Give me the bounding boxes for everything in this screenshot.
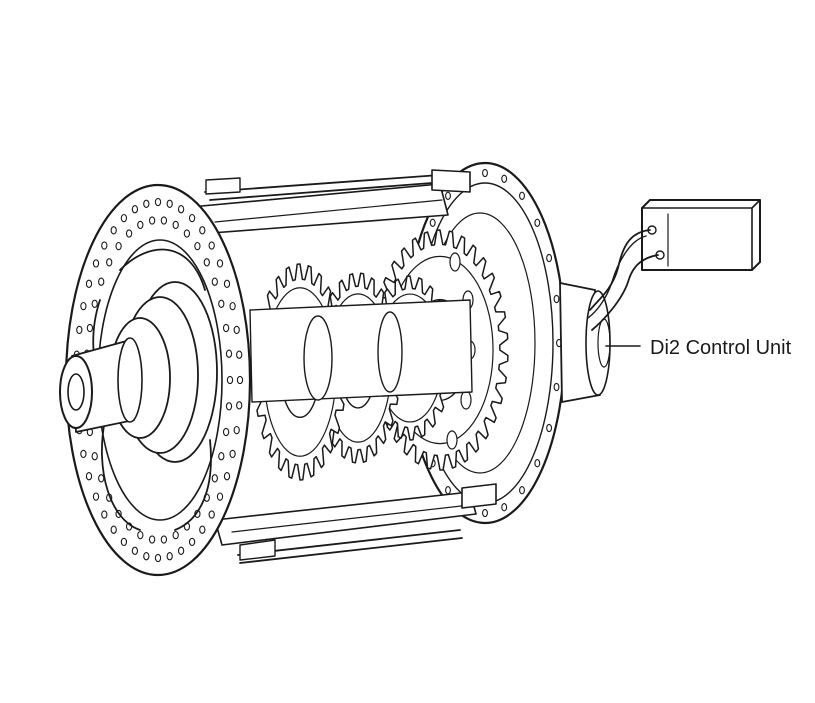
vent-hole: [233, 325, 240, 335]
vent-hole: [98, 277, 105, 286]
spoke-hole: [482, 508, 488, 518]
vent-hole: [216, 259, 224, 268]
spoke-hole: [501, 503, 508, 512]
vent-hole: [225, 402, 233, 411]
spoke-hole: [546, 423, 553, 433]
spoke-hole: [501, 174, 508, 183]
vent-hole: [160, 535, 168, 544]
vent-hole: [166, 552, 173, 561]
vent-hole: [208, 510, 215, 519]
vent-hole: [223, 472, 231, 481]
vent-hole: [148, 216, 156, 225]
vent-hole: [166, 199, 173, 208]
vent-hole: [154, 553, 162, 563]
cage-tie-rods: [179, 169, 497, 564]
spoke-hole: [445, 486, 451, 495]
control-unit-cables: [587, 229, 659, 331]
spoke-hole: [482, 168, 488, 178]
vent-hole: [194, 241, 201, 251]
vent-hole: [203, 258, 210, 267]
spoke-hole: [429, 218, 436, 227]
vent-hole: [120, 213, 128, 223]
vent-hole: [148, 535, 156, 544]
vent-hole: [143, 552, 150, 561]
vent-hole: [177, 205, 185, 214]
vent-hole: [131, 205, 139, 214]
vent-hole: [222, 323, 230, 333]
vent-hole: [85, 472, 93, 481]
vent-hole: [91, 452, 98, 461]
left-axle-stack: [59, 281, 218, 463]
vent-hole: [110, 226, 117, 235]
vent-hole: [233, 425, 240, 435]
vent-hole: [236, 375, 244, 385]
vent-hole: [188, 537, 196, 547]
vent-hole: [208, 241, 215, 250]
vent-hole: [236, 350, 243, 359]
vent-hole: [154, 197, 162, 207]
vent-hole: [229, 449, 236, 459]
vent-hole: [229, 301, 236, 311]
vent-hole: [226, 375, 234, 385]
spoke-hole: [553, 294, 560, 304]
internal-shaft: [249, 299, 473, 403]
vent-hole: [98, 474, 105, 483]
vent-hole: [85, 279, 93, 288]
vent-hole: [172, 530, 179, 540]
vent-hole: [80, 449, 87, 459]
vent-hole: [177, 546, 185, 555]
vent-hole: [143, 199, 150, 208]
vent-hole: [160, 216, 168, 225]
vent-hole: [223, 279, 231, 288]
vent-hole: [199, 226, 206, 235]
vent-hole: [101, 510, 108, 519]
vent-hole: [110, 525, 117, 534]
vent-hole: [137, 530, 144, 540]
spoke-hole: [534, 218, 541, 227]
vent-hole: [172, 220, 179, 230]
vent-hole: [106, 258, 113, 267]
vent-hole: [211, 277, 218, 286]
di2-control-unit: [641, 199, 761, 271]
spoke-hole: [445, 191, 451, 200]
vent-hole: [80, 301, 87, 311]
vent-hole: [76, 325, 83, 335]
di2-control-unit-label: Di2 Control Unit: [650, 337, 792, 359]
vent-hole: [115, 241, 122, 251]
vent-hole: [222, 427, 230, 437]
spoke-hole: [519, 191, 525, 200]
vent-hole: [125, 229, 133, 238]
vent-hole: [92, 259, 100, 268]
vent-hole: [225, 349, 233, 358]
vent-hole: [236, 401, 243, 410]
vent-hole: [188, 213, 196, 223]
vent-hole: [183, 229, 191, 238]
vent-hole: [199, 525, 206, 534]
vent-hole: [131, 546, 139, 555]
vent-hole: [218, 452, 225, 461]
right-axle-end: [559, 282, 611, 403]
spoke-hole: [534, 459, 541, 468]
vent-hole: [137, 220, 144, 230]
spoke-hole: [553, 382, 560, 392]
vent-hole: [218, 299, 225, 308]
vent-hole: [120, 537, 128, 547]
vent-hole: [92, 492, 100, 501]
spoke-hole: [546, 253, 553, 263]
vent-hole: [91, 299, 98, 308]
spoke-hole: [519, 486, 525, 495]
vent-hole: [101, 241, 108, 250]
vent-hole: [86, 323, 94, 333]
vent-hole: [211, 474, 218, 483]
vent-hole: [216, 492, 224, 501]
